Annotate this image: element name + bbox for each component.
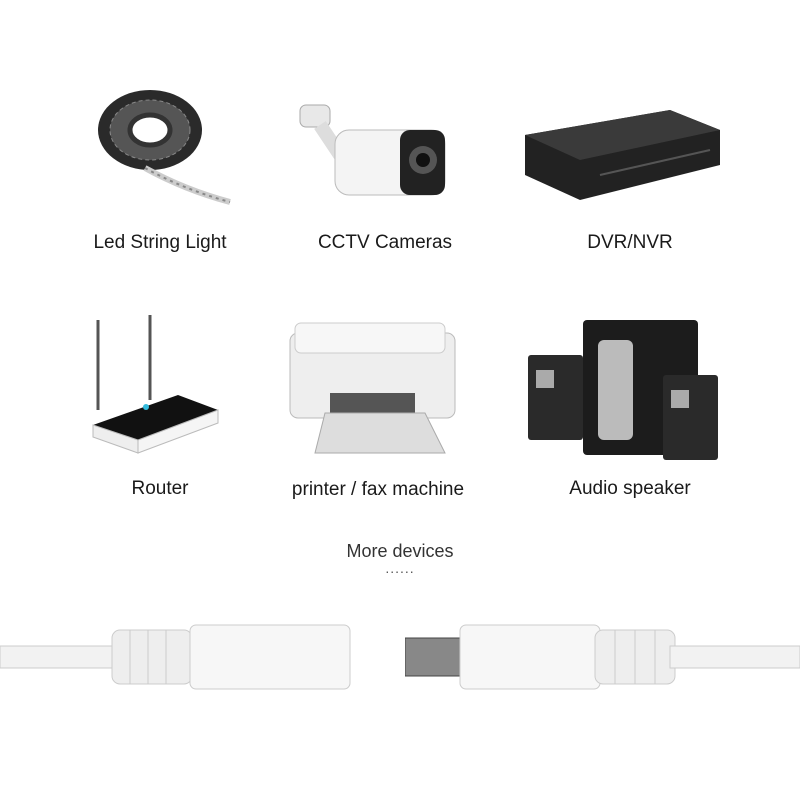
dc-male-connector-icon <box>405 624 800 690</box>
device-label-speaker: Audio speaker <box>569 478 691 499</box>
speaker-icon <box>528 320 718 460</box>
device-label-dvr: DVR/NVR <box>587 232 673 253</box>
cctv-camera-icon <box>299 104 446 196</box>
router-icon <box>92 315 219 454</box>
printer-icon <box>289 322 456 454</box>
dvr-icon <box>525 110 720 200</box>
device-label-cctv: CCTV Cameras <box>317 232 453 253</box>
device-label-router: Router <box>131 478 189 499</box>
led-strip-icon <box>98 90 231 205</box>
device-label-led: Led String Light <box>93 232 227 253</box>
more-devices-label: More devices <box>346 541 454 561</box>
more-devices-dots: ...... <box>385 560 415 576</box>
device-label-printer: printer / fax machine <box>291 479 465 500</box>
dc-female-connector-icon <box>0 624 351 690</box>
